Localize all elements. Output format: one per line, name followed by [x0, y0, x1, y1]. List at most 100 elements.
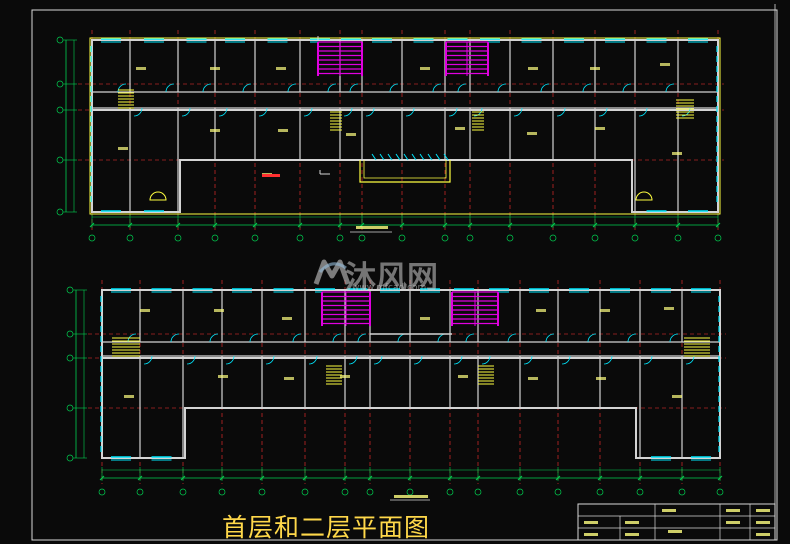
door-swing [265, 355, 275, 365]
dimension-tick [550, 222, 556, 228]
door-swing [523, 355, 533, 365]
door-swing [343, 107, 353, 117]
axis-bubble [258, 488, 266, 496]
axis-bubble [474, 488, 482, 496]
door-swing [627, 333, 637, 343]
room-label-mark [536, 309, 546, 312]
watermark-brand: 沐风网 [345, 260, 438, 296]
title-block-mark [726, 509, 740, 512]
room-label-mark [140, 309, 150, 312]
mf-logo-icon [313, 259, 351, 285]
axis-bubble [366, 488, 374, 496]
room-label-mark [420, 317, 430, 320]
axis-bubble [66, 330, 74, 338]
door-swing [186, 355, 196, 365]
door-swing [622, 83, 632, 93]
dimension-tick [632, 222, 638, 228]
entrance-column [371, 153, 377, 161]
axis-bubble [251, 234, 259, 242]
door-swing [561, 355, 571, 365]
door-swing [481, 355, 491, 365]
axis-bubble [211, 234, 219, 242]
axis-bubble [179, 488, 187, 496]
door-swing [365, 107, 375, 117]
door-swing [225, 355, 235, 365]
dimension-tick [302, 475, 308, 481]
dimension-tick [447, 475, 453, 481]
dimension-tick [137, 475, 143, 481]
entrance-column [411, 153, 417, 161]
room-label-mark [672, 152, 682, 155]
dimension-tick [715, 222, 721, 228]
dimension-tick [637, 475, 643, 481]
door-swing [117, 83, 127, 93]
dimension-tick [99, 475, 105, 481]
axis-bubble [554, 488, 562, 496]
entrance-column [387, 153, 393, 161]
title-block-mark [625, 533, 639, 536]
room-label-mark [528, 377, 538, 380]
door-swing [170, 333, 180, 343]
side-entrance [635, 191, 653, 201]
axis-bubble [441, 234, 449, 242]
axis-bubble [591, 234, 599, 242]
axis-bubble [56, 156, 64, 164]
dimension-tick [367, 475, 373, 481]
room-label-mark [278, 129, 288, 132]
axis-bubble [466, 234, 474, 242]
door-swing [545, 333, 555, 343]
axis-bubble [631, 234, 639, 242]
door-swing [513, 107, 523, 117]
room-label-mark [528, 67, 538, 70]
axis-bubble [506, 234, 514, 242]
dimension-tick [219, 475, 225, 481]
second-floor-plan [66, 280, 726, 501]
door-swing [413, 355, 423, 365]
door-swing [373, 355, 383, 365]
room-label-mark [276, 67, 286, 70]
axis-bubble [674, 234, 682, 242]
drawing-caption: 首层和二层平面图 [222, 513, 431, 542]
axis-bubble [66, 354, 74, 362]
dimension-tick [127, 222, 133, 228]
watermark-url: www.mfcad.com [352, 283, 427, 293]
axis-bubble [336, 234, 344, 242]
door-swing [685, 355, 695, 365]
axis-bubble [596, 488, 604, 496]
room-label-mark [600, 309, 610, 312]
door-swing [453, 355, 463, 365]
axis-bubble [301, 488, 309, 496]
title-block [577, 503, 776, 541]
axis-bubble [98, 488, 106, 496]
door-swing [242, 83, 252, 93]
door-swing [432, 83, 442, 93]
door-swing [292, 333, 302, 343]
entrance-column [419, 153, 425, 161]
title-block-mark [662, 509, 676, 512]
axis-bubble [714, 234, 722, 242]
axis-bubble [218, 488, 226, 496]
title-block-mark [584, 521, 598, 524]
axis-bubble [174, 234, 182, 242]
room-label-mark [124, 395, 134, 398]
wall-outline [101, 289, 721, 359]
door-swing [357, 333, 367, 343]
entrance-column [443, 153, 449, 161]
dimension-tick [597, 475, 603, 481]
title-block-mark [756, 521, 770, 524]
dimension-tick [212, 222, 218, 228]
door-swing [457, 83, 467, 93]
dimension-tick [675, 222, 681, 228]
entrance-column [427, 153, 433, 161]
door-swing [349, 83, 359, 93]
door-swing [587, 333, 597, 343]
axis-bubble [678, 488, 686, 496]
room-label-mark [340, 375, 350, 378]
title-block-mark [668, 530, 682, 533]
room-label-mark [210, 67, 220, 70]
room-label-mark [282, 317, 292, 320]
door-swing [465, 333, 475, 343]
axis-bubble [56, 106, 64, 114]
axis-bubble [716, 488, 724, 496]
dimension-tick [252, 222, 258, 228]
